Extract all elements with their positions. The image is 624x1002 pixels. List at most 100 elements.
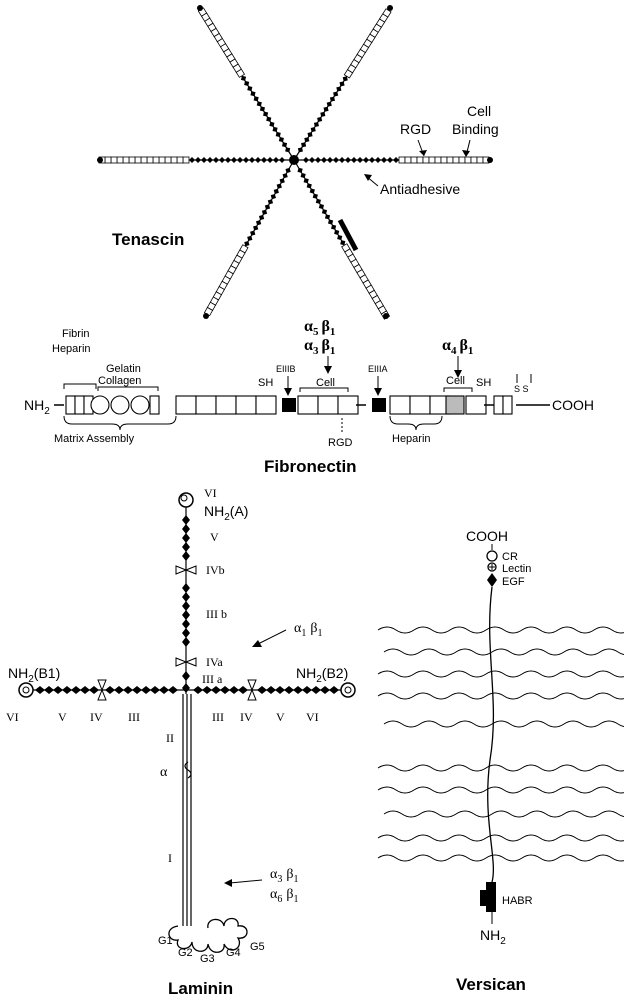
laminin-egf-repeat bbox=[284, 686, 294, 694]
laminin-horizontal-arms bbox=[33, 679, 341, 701]
tenascin-fn-repeat bbox=[434, 156, 442, 164]
fn-cell2-bracket bbox=[443, 387, 473, 392]
laminin-egf-repeat bbox=[293, 686, 303, 694]
laminin-egf-repeat bbox=[182, 683, 190, 693]
tenascin-fn-repeat bbox=[116, 156, 124, 164]
fn-cell2-label: Cell bbox=[446, 375, 465, 387]
versican-gag-chain bbox=[383, 810, 624, 818]
laminin-egf-repeat bbox=[229, 686, 239, 694]
tenascin-fn-repeat bbox=[464, 156, 472, 164]
tenascin-egf-repeat bbox=[243, 157, 249, 163]
versican-cr-label: CR bbox=[502, 551, 518, 563]
tenascin-egf-repeat bbox=[339, 157, 345, 163]
tenascin-egf-repeat bbox=[300, 172, 306, 179]
tenascin-title: Tenascin bbox=[112, 230, 184, 249]
tenascin-egf-repeat bbox=[275, 131, 281, 138]
fn-collagen-bracket bbox=[97, 386, 159, 391]
laminin-long-arm bbox=[182, 694, 192, 926]
tenascin-fn-repeat bbox=[398, 156, 406, 164]
lam-vi-top: VI bbox=[204, 486, 217, 500]
laminin-egf-repeat bbox=[89, 686, 99, 694]
laminin-egf-repeat bbox=[182, 671, 190, 681]
fibronectin-module bbox=[502, 395, 513, 415]
tenascin-fn-repeat bbox=[470, 156, 478, 164]
laminin-egf-repeat bbox=[132, 686, 142, 694]
tenascin-fn-repeat bbox=[134, 156, 142, 164]
tenascin-egf-repeat bbox=[310, 127, 316, 133]
tenascin-egf-repeat bbox=[225, 157, 231, 163]
tenascin-egf-repeat bbox=[247, 235, 253, 242]
versican-gag-chain bbox=[377, 786, 624, 794]
tenascin-egf-repeat bbox=[261, 157, 267, 163]
fibronectin-module bbox=[255, 395, 277, 415]
fibronectin-module bbox=[297, 395, 319, 415]
fn-sh2-label: SH bbox=[476, 377, 491, 389]
tenascin-binding-label: Binding bbox=[452, 121, 499, 137]
fibronectin-module bbox=[130, 395, 150, 415]
tenascin-egf-repeat bbox=[369, 157, 375, 163]
tenascin-egf-repeat bbox=[306, 183, 312, 189]
versican-diagram: COOH CR Lectin EGF HABR NH2 Versican bbox=[377, 528, 624, 994]
lam-ivb: IVb bbox=[206, 563, 225, 577]
laminin-egf-repeat bbox=[159, 686, 169, 694]
fn-heparin-brace bbox=[389, 415, 443, 431]
tenascin-egf-repeat bbox=[250, 91, 256, 97]
tenascin-egf-repeat bbox=[249, 157, 255, 163]
lam-iva: IVa bbox=[206, 655, 223, 669]
fibronectin-module bbox=[389, 395, 411, 415]
fibronectin-module bbox=[445, 395, 465, 415]
tenascin-fn-repeat bbox=[458, 156, 466, 164]
tenascin-egf-repeat bbox=[255, 157, 261, 163]
tenascin-fn-repeat bbox=[428, 156, 436, 164]
tenascin-cell-label: Cell bbox=[467, 103, 491, 119]
tenascin-egf-repeat bbox=[301, 142, 307, 148]
tenascin-egf-repeat bbox=[247, 86, 253, 92]
fibronectin-module bbox=[215, 395, 237, 415]
versican-gag-chain bbox=[377, 626, 624, 634]
tenascin-egf-repeat bbox=[317, 116, 323, 122]
tenascin-egf-repeat bbox=[261, 209, 268, 215]
tenascin-egf-repeat bbox=[244, 80, 250, 87]
tenascin-egf-repeat bbox=[329, 96, 335, 102]
tenascin-core bbox=[289, 155, 299, 165]
lam-nh2-b2: NH2(B2) bbox=[296, 665, 348, 685]
laminin-egf-repeat bbox=[257, 686, 267, 694]
tenascin-egf-repeat bbox=[340, 240, 346, 246]
laminin-egf-repeat bbox=[320, 686, 330, 694]
fibronectin-title: Fibronectin bbox=[264, 457, 357, 476]
laminin-egf-repeat bbox=[80, 686, 90, 694]
tenascin-fn-repeat bbox=[152, 156, 160, 164]
tenascin-egf-repeat bbox=[345, 157, 351, 163]
laminin-diagram: G1 G2 G3 G4 G5 VI NH2(A) V IVb III b IVa… bbox=[6, 486, 356, 998]
lam-nh2-a: NH2(A) bbox=[204, 503, 248, 523]
laminin-egf-repeat bbox=[182, 637, 190, 647]
tenascin-egf-repeat bbox=[331, 224, 337, 230]
tenascin-egf-repeat bbox=[309, 157, 315, 163]
laminin-g-domains bbox=[168, 917, 248, 953]
laminin-egf-repeat bbox=[150, 686, 160, 694]
lam-nh2-b1: NH2(B1) bbox=[8, 665, 60, 685]
tenascin-egf-repeat bbox=[253, 96, 259, 102]
lam-right-iii: III bbox=[212, 710, 224, 724]
versican-habr-domain bbox=[486, 882, 496, 912]
laminin-egf-repeat bbox=[168, 686, 178, 694]
fibronectin-module bbox=[409, 395, 431, 415]
lam-left-vi: VI bbox=[6, 710, 19, 724]
fn-eiiib-label: EIIIB bbox=[276, 364, 296, 374]
tenascin-egf-repeat bbox=[363, 157, 369, 163]
tenascin-fn-repeat bbox=[416, 156, 424, 164]
tenascin-egf-repeat bbox=[266, 116, 272, 122]
laminin-egf-repeat bbox=[62, 686, 72, 694]
laminin-egf-repeat bbox=[238, 686, 248, 694]
tenascin-egf-repeat bbox=[309, 188, 315, 194]
tenascin-fn-repeat bbox=[182, 156, 190, 164]
fibronectin-module bbox=[372, 398, 386, 412]
tenascin-fn-repeat bbox=[128, 156, 136, 164]
laminin-egf-repeat bbox=[182, 610, 190, 620]
tenascin-fn-repeat bbox=[440, 156, 448, 164]
tenascin-fn-repeat bbox=[452, 156, 460, 164]
fn-heparin-c-label: Heparin bbox=[392, 433, 431, 445]
tenascin-egf-repeat bbox=[195, 157, 201, 163]
